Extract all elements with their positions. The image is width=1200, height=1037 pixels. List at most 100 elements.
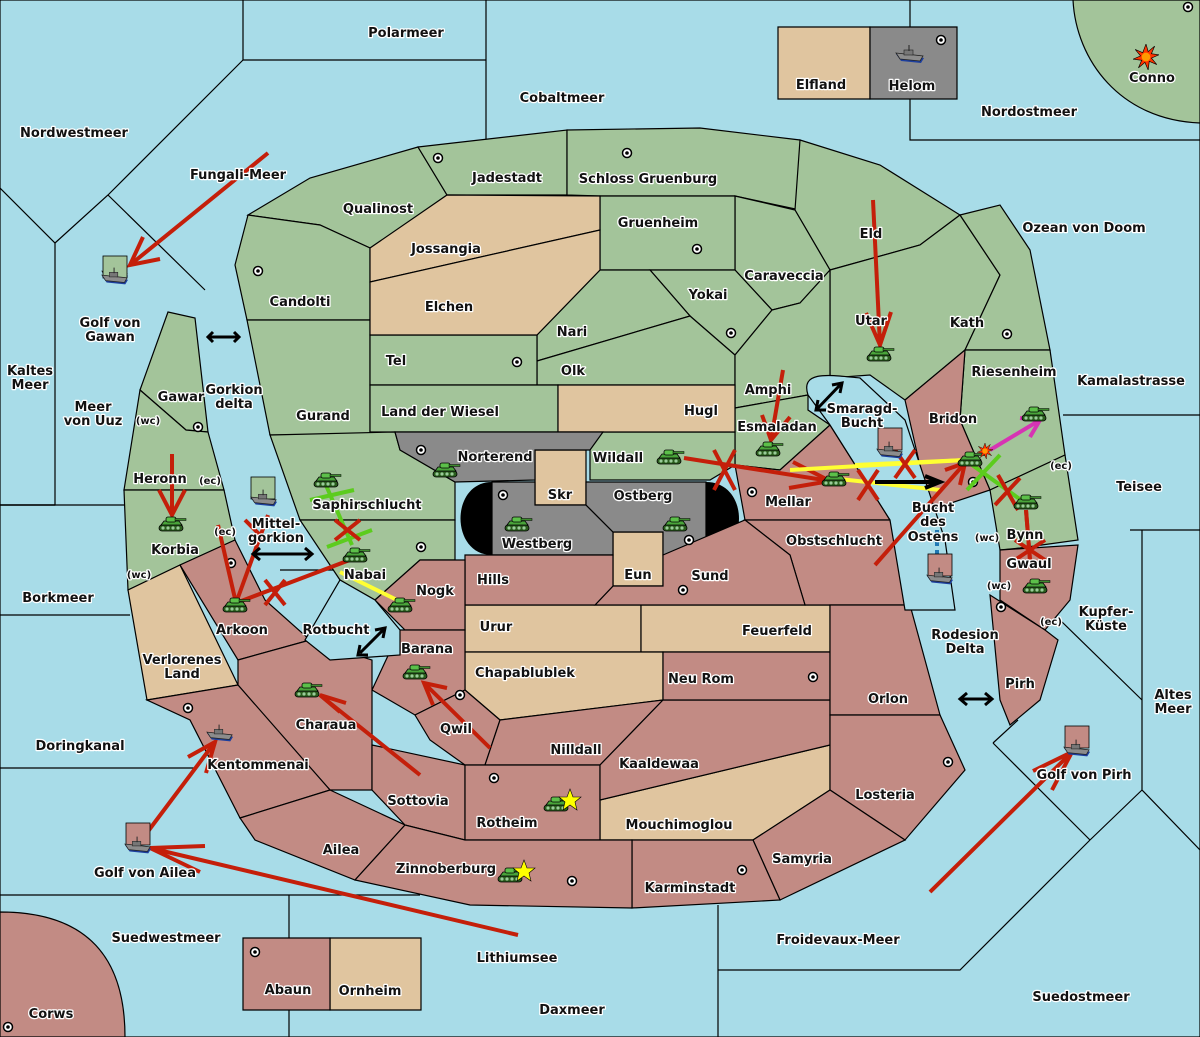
label-froidevaux-meer[interactable]: Froidevaux-Meer: [775, 932, 901, 950]
label-norterend[interactable]: Norterend: [456, 449, 534, 467]
label-teisee[interactable]: Teisee: [1115, 479, 1163, 497]
label-losteria[interactable]: Losteria: [854, 787, 916, 805]
label-cobaltmeer[interactable]: Cobaltmeer: [518, 90, 606, 108]
label-esmaladan[interactable]: Esmaladan: [736, 419, 818, 437]
label-bynn[interactable]: Bynn: [1005, 527, 1044, 545]
label-verlorenes-land-2[interactable]: Land: [163, 666, 201, 684]
label-gruenheim[interactable]: Gruenheim: [617, 215, 700, 233]
label-altes-meer-1[interactable]: Altes: [1153, 687, 1193, 705]
label-eun[interactable]: Eun: [623, 567, 653, 585]
label-korbia[interactable]: Korbia: [150, 542, 200, 560]
label-gorkion-delta-2[interactable]: delta: [214, 396, 254, 414]
label-golf-von-gawan-1[interactable]: Golf von: [78, 315, 141, 333]
label-ostberg[interactable]: Ostberg: [612, 488, 673, 506]
label-elchen[interactable]: Elchen: [424, 299, 475, 317]
label-lithiumsee[interactable]: Lithiumsee: [475, 950, 559, 968]
label-jossangia[interactable]: Jossangia: [409, 241, 482, 259]
label-kaltes-meer-2[interactable]: Meer: [10, 377, 50, 395]
label-candolti[interactable]: Candolti: [268, 294, 331, 312]
label-conno[interactable]: Conno: [1128, 70, 1176, 88]
label-sottovia[interactable]: Sottovia: [386, 793, 450, 811]
label-kaaldewaa[interactable]: Kaaldewaa: [618, 756, 700, 774]
label-qwil[interactable]: Qwil: [439, 721, 473, 739]
label-mouchimoglou[interactable]: Mouchimoglou: [624, 817, 733, 835]
label-mellar[interactable]: Mellar: [764, 494, 813, 512]
label-nordostmeer[interactable]: Nordostmeer: [980, 104, 1079, 122]
label-fungali-meer[interactable]: Fungali-Meer: [189, 167, 288, 185]
label-tel[interactable]: Tel: [385, 353, 408, 371]
label-olk[interactable]: Olk: [560, 363, 587, 381]
label-golf-von-gawan-2[interactable]: Gawan: [84, 329, 136, 347]
label-kupfer-kueste-2[interactable]: Küste: [1084, 618, 1129, 636]
label-westberg[interactable]: Westberg: [501, 536, 574, 554]
label-abaun[interactable]: Abaun: [263, 982, 312, 1000]
label-sund[interactable]: Sund: [690, 568, 730, 586]
label-corws[interactable]: Corws: [27, 1006, 74, 1024]
label-mittel-gorkion-2[interactable]: gorkion: [247, 530, 305, 548]
label-jadestadt[interactable]: Jadestadt: [470, 170, 543, 188]
label-bridon[interactable]: Bridon: [928, 411, 979, 429]
label-land-der-wiesel[interactable]: Land der Wiesel: [380, 404, 500, 422]
label-hills[interactable]: Hills: [476, 572, 511, 590]
label-smaragd-bucht-2[interactable]: Bucht: [840, 415, 885, 433]
label-bucht-des-ostens-1[interactable]: Bucht: [911, 500, 956, 518]
label-helom[interactable]: Helom: [887, 78, 936, 96]
label-nari[interactable]: Nari: [555, 324, 588, 342]
label-golf-von-ailea[interactable]: Golf von Ailea: [93, 865, 198, 883]
label-bucht-des-ostens-2[interactable]: des: [919, 514, 948, 532]
label-kath[interactable]: Kath: [949, 315, 986, 333]
label-hugl[interactable]: Hugl: [683, 403, 719, 421]
label-wildall[interactable]: Wildall: [592, 450, 645, 468]
label-kupfer-kueste-1[interactable]: Kupfer-: [1077, 604, 1134, 622]
label-saphirschlucht[interactable]: Saphirschlucht: [311, 497, 423, 515]
label-gwaul[interactable]: Gwaul: [1005, 556, 1053, 574]
label-suedostmeer[interactable]: Suedostmeer: [1031, 989, 1131, 1007]
label-gorkion-delta-1[interactable]: Gorkion: [204, 382, 264, 400]
label-schloss-gruenburg[interactable]: Schloss Gruenburg: [578, 171, 719, 189]
label-rodesion-delta-2[interactable]: Delta: [944, 641, 986, 659]
label-skr[interactable]: Skr: [547, 487, 575, 505]
label-nogk[interactable]: Nogk: [415, 583, 456, 601]
label-qualinost[interactable]: Qualinost: [342, 201, 415, 219]
label-heronn[interactable]: Heronn: [132, 471, 188, 489]
label-arkoon[interactable]: Arkoon: [215, 622, 269, 640]
label-utar[interactable]: Utar: [854, 313, 889, 331]
label-amphi[interactable]: Amphi: [743, 382, 792, 400]
label-yokai[interactable]: Yokai: [686, 287, 729, 305]
label-meer-von-uuz-2[interactable]: von Uuz: [62, 413, 123, 431]
label-mittel-gorkion-1[interactable]: Mittel-: [251, 516, 302, 534]
label-bucht-des-ostens-3[interactable]: Ostens: [906, 529, 960, 547]
label-golf-von-pirh[interactable]: Golf von Pirh: [1035, 767, 1133, 785]
label-barana[interactable]: Barana: [400, 641, 454, 659]
label-gawar[interactable]: Gawar: [156, 389, 206, 407]
label-charaua[interactable]: Charaua: [294, 717, 357, 735]
label-polarmeer[interactable]: Polarmeer: [367, 25, 446, 43]
label-elfland[interactable]: Elfland: [795, 77, 848, 95]
label-smaragd-bucht-1[interactable]: Smaragd-: [825, 401, 898, 419]
label-daxmeer[interactable]: Daxmeer: [538, 1002, 607, 1020]
label-urur[interactable]: Urur: [478, 619, 514, 637]
label-kentommenai[interactable]: Kentommenai: [206, 757, 310, 775]
label-nabai[interactable]: Nabai: [343, 567, 388, 585]
label-verlorenes-land-1[interactable]: Verlorenes: [141, 652, 223, 670]
label-meer-von-uuz-1[interactable]: Meer: [73, 399, 113, 417]
label-chapablublek[interactable]: Chapablublek: [474, 665, 577, 683]
label-rotbucht[interactable]: Rotbucht: [301, 622, 370, 640]
label-kaltes-meer-1[interactable]: Kaltes: [6, 363, 55, 381]
label-obstschlucht[interactable]: Obstschlucht: [785, 533, 883, 551]
label-neu-rom[interactable]: Neu Rom: [667, 671, 735, 689]
label-ailea[interactable]: Ailea: [321, 842, 360, 860]
label-caraveccia[interactable]: Caraveccia: [743, 268, 825, 286]
label-altes-meer-2[interactable]: Meer: [1153, 701, 1193, 719]
label-nordwestmeer[interactable]: Nordwestmeer: [19, 125, 130, 143]
label-feuerfeld[interactable]: Feuerfeld: [741, 623, 813, 641]
label-doringkanal[interactable]: Doringkanal: [34, 738, 126, 756]
label-zinnoberburg[interactable]: Zinnoberburg: [395, 861, 498, 879]
label-pirh[interactable]: Pirh: [1004, 676, 1036, 694]
label-eld[interactable]: Eld: [858, 226, 883, 244]
label-karminstadt[interactable]: Karminstadt: [643, 880, 736, 898]
label-ornheim[interactable]: Ornheim: [337, 983, 402, 1001]
label-riesenheim[interactable]: Riesenheim: [970, 364, 1058, 382]
label-borkmeer[interactable]: Borkmeer: [21, 590, 96, 608]
